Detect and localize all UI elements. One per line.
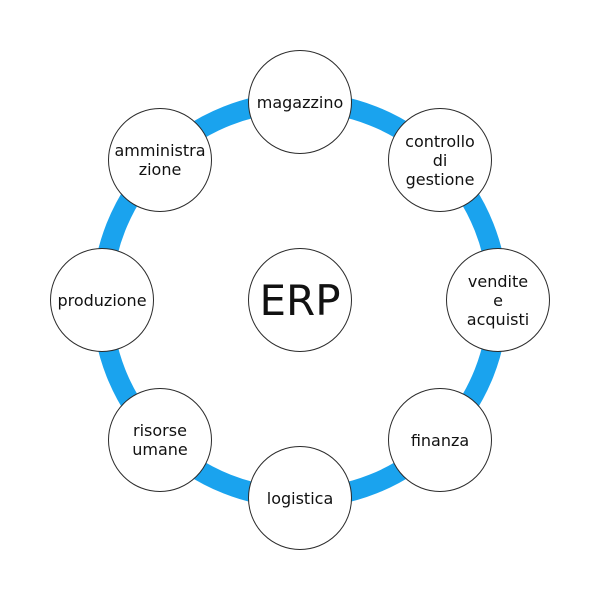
center-label: ERP — [259, 275, 341, 325]
node-label: finanza — [410, 430, 470, 450]
center-node-erp: ERP — [248, 248, 352, 352]
node-amministrazione[interactable]: amministra zione — [108, 108, 212, 212]
node-label: logistica — [266, 488, 334, 508]
node-magazzino[interactable]: magazzino — [248, 50, 352, 154]
node-finanza[interactable]: finanza — [388, 388, 492, 492]
node-label: risorse umane — [132, 421, 188, 459]
node-vendite-e-acquisti[interactable]: vendite e acquisti — [446, 248, 550, 352]
node-label: vendite e acquisti — [466, 271, 530, 329]
node-logistica[interactable]: logistica — [248, 446, 352, 550]
node-label: amministra zione — [114, 141, 206, 179]
node-label: produzione — [57, 290, 147, 310]
node-label: controllo di gestione — [405, 131, 475, 189]
node-produzione[interactable]: produzione — [50, 248, 154, 352]
node-risorse-umane[interactable]: risorse umane — [108, 388, 212, 492]
node-controllo-di-gestione[interactable]: controllo di gestione — [388, 108, 492, 212]
node-label: magazzino — [256, 92, 344, 112]
